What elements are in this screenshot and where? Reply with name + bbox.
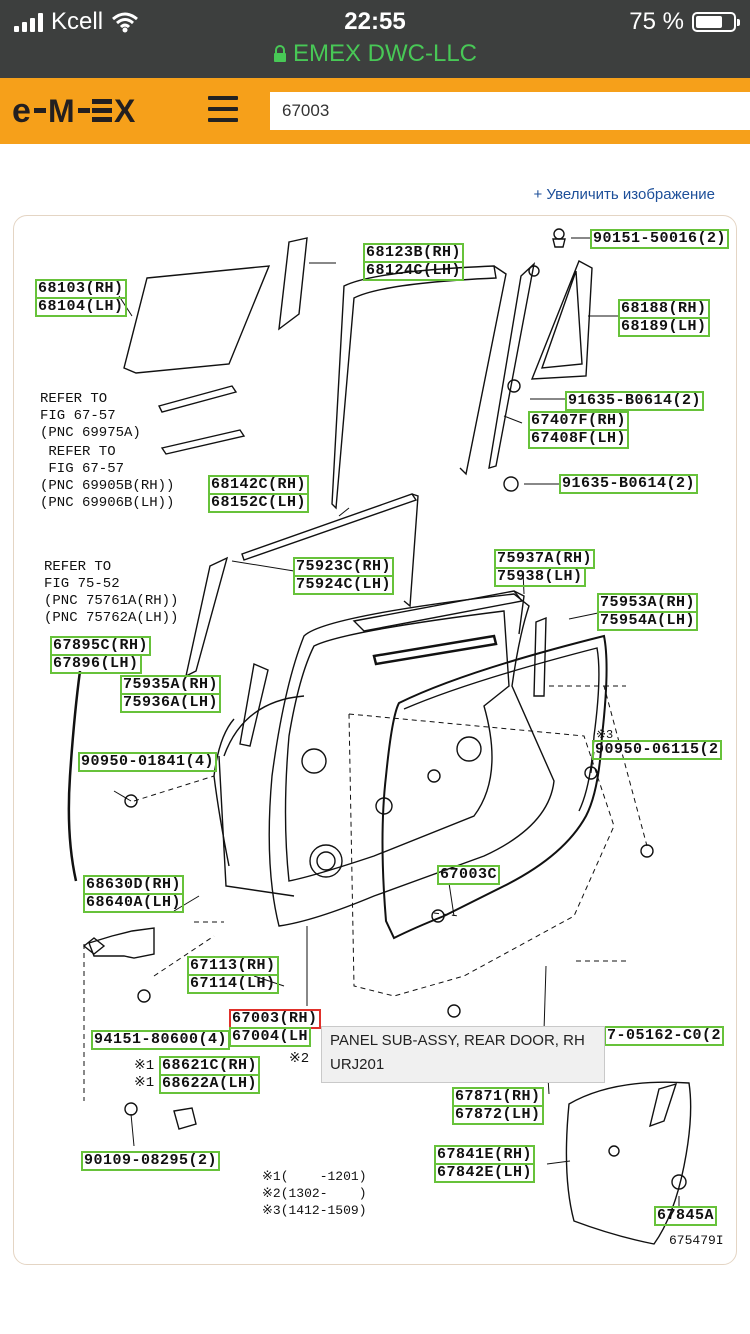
part-68189[interactable]: 68189(LH) (618, 317, 710, 337)
refer-note-75761a: REFER TO FIG 75-52 (PNC 75761A(RH)) (PNC… (44, 559, 179, 626)
site-name: EMEX DWC-LLC (292, 40, 478, 67)
emex-logo[interactable]: e M X (12, 91, 152, 131)
address-bar[interactable]: EMEX DWC-LLC (0, 40, 750, 68)
part-68104[interactable]: 68104(LH) (35, 297, 127, 317)
svg-text:e: e (12, 92, 33, 130)
tooltip-title: PANEL SUB-ASSY, REAR DOOR, RH (330, 1032, 585, 1049)
part-91635-b0614-b[interactable]: 91635-B0614(2) (559, 474, 699, 494)
part-tooltip: PANEL SUB-ASSY, REAR DOOR, RH URJ201 (321, 1026, 605, 1083)
signal-icon (14, 12, 43, 32)
part-68152c[interactable]: 68152C(LH) (208, 493, 310, 513)
clock: 22:55 (344, 8, 406, 35)
part-67895c[interactable]: 67895C(RH) (50, 636, 152, 656)
part-05162-c0[interactable]: 7-05162-C0(2 (604, 1026, 725, 1046)
part-67003c[interactable]: 67003C (437, 865, 501, 885)
part-67408f[interactable]: 67408F(LH) (528, 429, 630, 449)
search-input[interactable] (270, 92, 750, 130)
part-67842e[interactable]: 67842E(LH) (434, 1163, 536, 1183)
tooltip-model: URJ201 (330, 1056, 385, 1073)
menu-icon[interactable] (208, 96, 238, 122)
part-68621c[interactable]: 68621C(RH) (159, 1056, 261, 1076)
svg-text:X: X (114, 93, 137, 129)
enlarge-image-link[interactable]: + Увеличить изображение (533, 186, 715, 203)
battery-percent: 75 % (629, 8, 684, 35)
part-67871[interactable]: 67871(RH) (452, 1087, 544, 1107)
part-75938[interactable]: 75938(LH) (494, 567, 586, 587)
part-68142c[interactable]: 68142C(RH) (208, 475, 310, 495)
part-90950-01841[interactable]: 90950-01841(4) (78, 752, 218, 772)
lock-icon (273, 45, 286, 62)
part-67841e[interactable]: 67841E(RH) (434, 1145, 536, 1165)
svg-text:M: M (48, 93, 77, 129)
status-bar: Kcell 22:55 75 % EMEX DWC-LLC (0, 0, 750, 78)
marker-1b: ※1 (134, 1075, 155, 1091)
figure-id: 675479I (669, 1233, 724, 1248)
part-75936a[interactable]: 75936A(LH) (120, 693, 222, 713)
battery-icon (692, 12, 740, 32)
part-68640a[interactable]: 68640A(LH) (83, 893, 185, 913)
part-91635-b0614-a[interactable]: 91635-B0614(2) (565, 391, 705, 411)
wifi-icon (112, 12, 138, 33)
marker-1a: ※1 (134, 1058, 155, 1074)
carrier-group: Kcell (14, 8, 139, 36)
part-67872[interactable]: 67872(LH) (452, 1105, 544, 1125)
part-68622a[interactable]: 68622A(LH) (159, 1074, 261, 1094)
part-90151-50016[interactable]: 90151-50016(2) (590, 229, 730, 249)
part-67004[interactable]: 67004(LH (229, 1027, 312, 1047)
part-75937a[interactable]: 75937A(RH) (494, 549, 596, 569)
part-75954a[interactable]: 75954A(LH) (597, 611, 699, 631)
marker-3: ※3 (596, 728, 614, 742)
part-68123b[interactable]: 68123B(RH) (363, 243, 465, 263)
part-90109-08295[interactable]: 90109-08295(2) (81, 1151, 221, 1171)
part-67003-selected[interactable]: 67003(RH) (229, 1009, 321, 1029)
part-75953a[interactable]: 75953A(RH) (597, 593, 699, 613)
marker-2: ※2 (289, 1051, 310, 1067)
part-68103[interactable]: 68103(RH) (35, 279, 127, 299)
part-68188[interactable]: 68188(RH) (618, 299, 710, 319)
battery-group: 75 % (629, 8, 740, 36)
part-94151-80600[interactable]: 94151-80600(4) (91, 1030, 231, 1050)
refer-note-69905b: REFER TO FIG 67-57 (PNC 69905B(RH)) (PNC… (40, 444, 175, 511)
part-67113[interactable]: 67113(RH) (187, 956, 279, 976)
site-header: e M X (0, 78, 750, 144)
refer-note-69975a: REFER TO FIG 67-57 (PNC 69975A) (40, 391, 141, 441)
part-75924c[interactable]: 75924C(LH) (293, 575, 395, 595)
battery-fill (696, 16, 722, 28)
part-67114[interactable]: 67114(LH) (187, 974, 279, 994)
footnote-legend: ※1( -1201) ※2(1302- ) ※3(1412-1509) (262, 1169, 367, 1218)
part-67896[interactable]: 67896(LH) (50, 654, 142, 674)
part-90950-06115[interactable]: 90950-06115(2 (592, 740, 722, 760)
carrier-name: Kcell (51, 8, 104, 35)
part-68124c[interactable]: 68124C(LH) (363, 261, 465, 281)
part-68630d[interactable]: 68630D(RH) (83, 875, 185, 895)
parts-diagram: 68103(RH) 68104(LH) 68123B(RH) 68124C(LH… (13, 215, 737, 1265)
part-75923c[interactable]: 75923C(RH) (293, 557, 395, 577)
part-75935a[interactable]: 75935A(RH) (120, 675, 222, 695)
part-67845a[interactable]: 67845A (654, 1206, 718, 1226)
part-67407f[interactable]: 67407F(RH) (528, 411, 630, 431)
diagram-drawing (67, 228, 692, 1245)
